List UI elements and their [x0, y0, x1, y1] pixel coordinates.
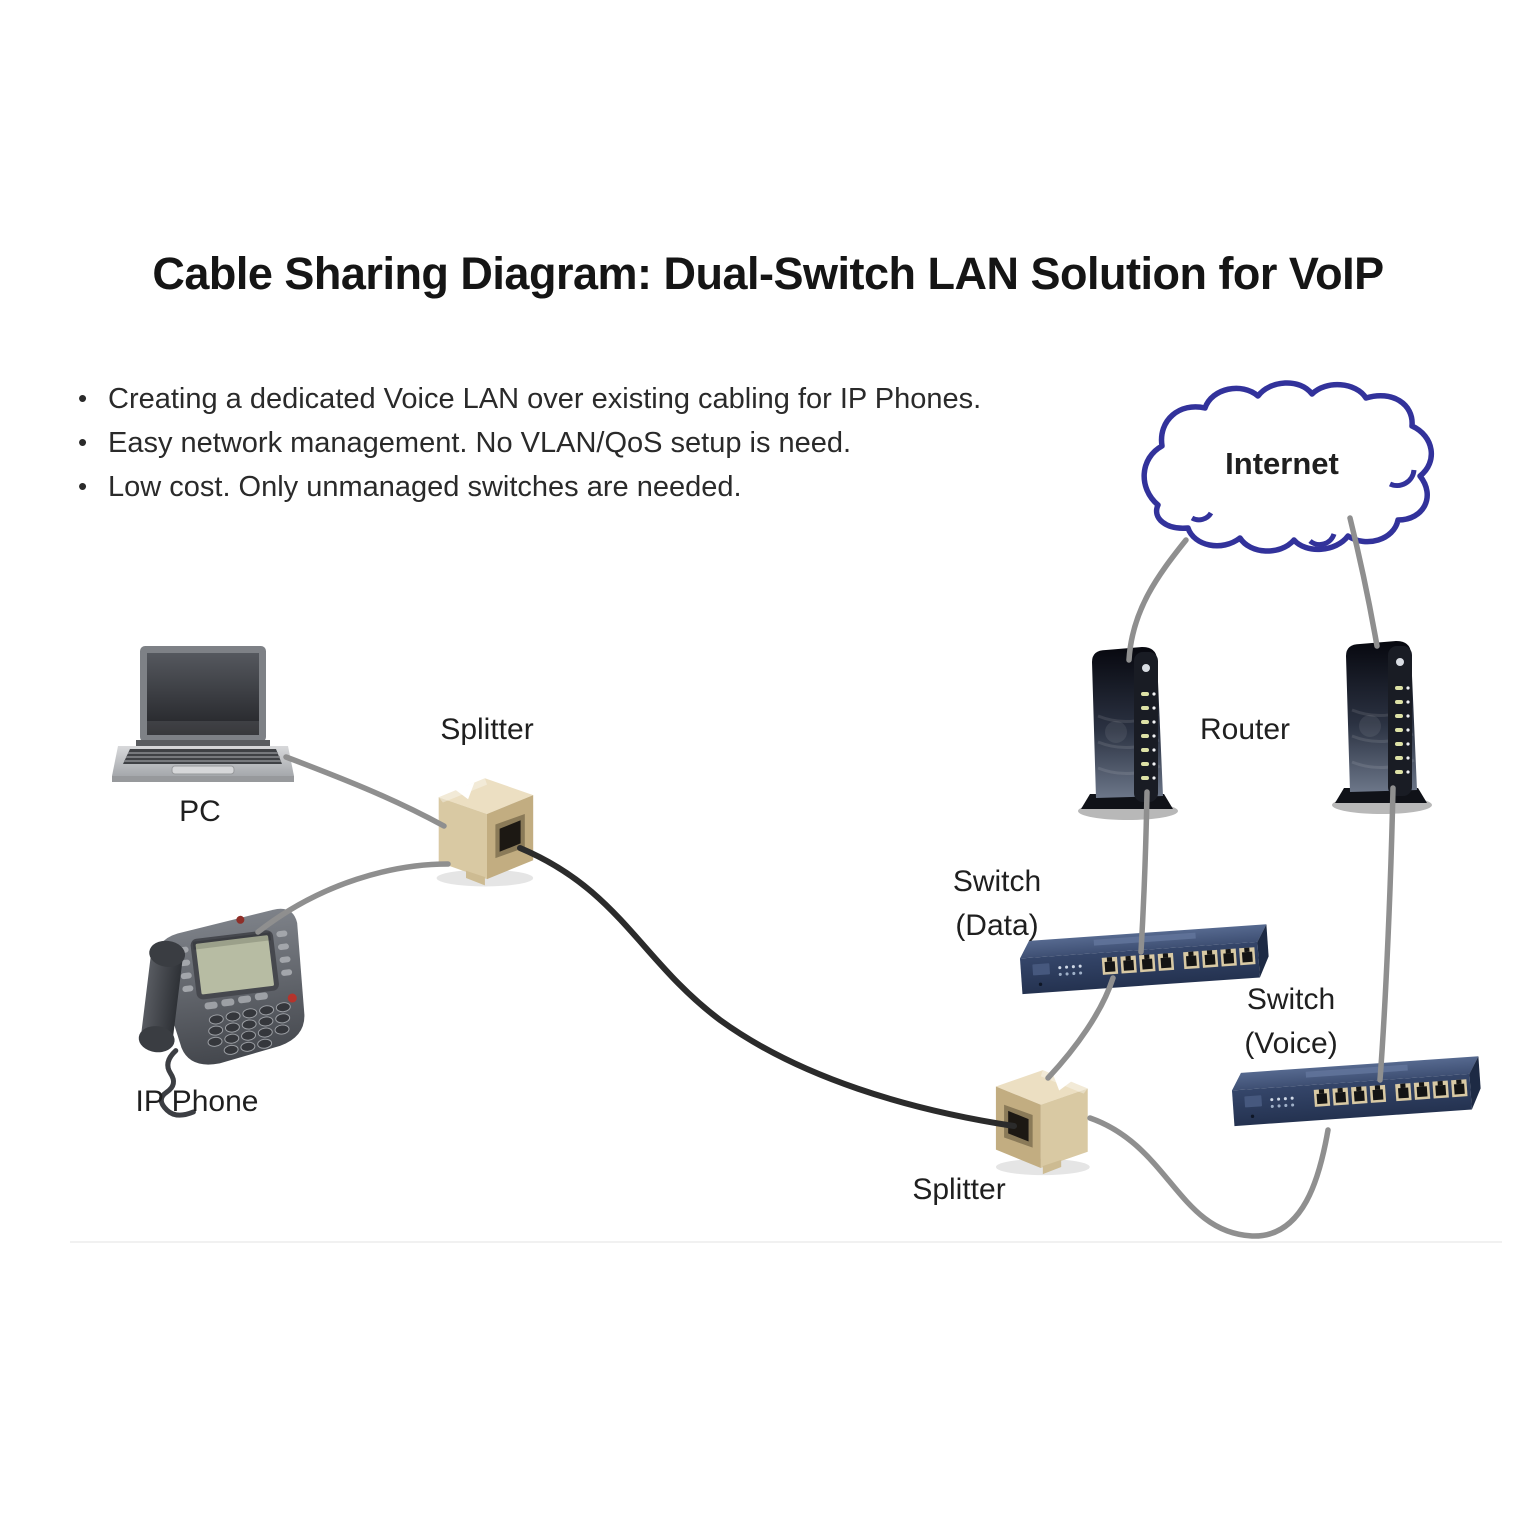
- router-label: Router: [1199, 713, 1291, 746]
- bullet-item: Low cost. Only unmanaged switches are ne…: [76, 471, 1076, 503]
- slide-edge-line: [70, 1241, 1502, 1243]
- bullet-list: Creating a dedicated Voice LAN over exis…: [76, 383, 1076, 516]
- switch-voice-device: [1230, 1056, 1483, 1127]
- cable-splitter-to-switch-data: [1045, 975, 1116, 1081]
- cable-splitter-to-splitter: [517, 845, 1017, 1129]
- internet-cloud: [1141, 380, 1435, 554]
- pc-laptop: [112, 646, 294, 782]
- router-right-device: [1330, 639, 1434, 816]
- switch-voice-label: Switch (Voice): [1221, 978, 1361, 1066]
- cable-internet-to-router-right: [1347, 515, 1380, 649]
- cable-pc-to-splitter: [283, 754, 447, 829]
- ip-phone-label: IP Phone: [135, 1085, 259, 1118]
- cable-router-left-to-switch-data: [1138, 789, 1150, 955]
- switch-data-label: Switch (Data): [927, 860, 1067, 948]
- bullet-item: Creating a dedicated Voice LAN over exis…: [76, 383, 1076, 415]
- pc-label: PC: [179, 795, 221, 828]
- splitter-top-label: Splitter: [440, 713, 534, 746]
- bullet-item: Easy network management. No VLAN/QoS set…: [76, 427, 1076, 459]
- diagram-title: Cable Sharing Diagram: Dual-Switch LAN S…: [152, 248, 1384, 299]
- ip-phone-device: [138, 908, 305, 1118]
- switch-voice-label-line1: Switch: [1246, 983, 1336, 1016]
- switch-voice-label-line2: (Voice): [1244, 1027, 1338, 1060]
- cable-splitter-to-switch-voice: [1087, 1115, 1331, 1239]
- cable-router-right-to-switch-voice: [1377, 785, 1396, 1083]
- splitter-bottom-label: Splitter: [912, 1173, 1006, 1206]
- router-left-device: [1076, 645, 1180, 822]
- cable-ipphone-to-splitter: [255, 861, 451, 935]
- splitter-top-device: [436, 778, 534, 887]
- internet-label: Internet: [1225, 446, 1339, 481]
- cable-internet-to-router-left: [1126, 537, 1189, 663]
- switch-data-label-line1: Switch: [952, 865, 1042, 898]
- switch-data-label-line2: (Data): [955, 909, 1039, 942]
